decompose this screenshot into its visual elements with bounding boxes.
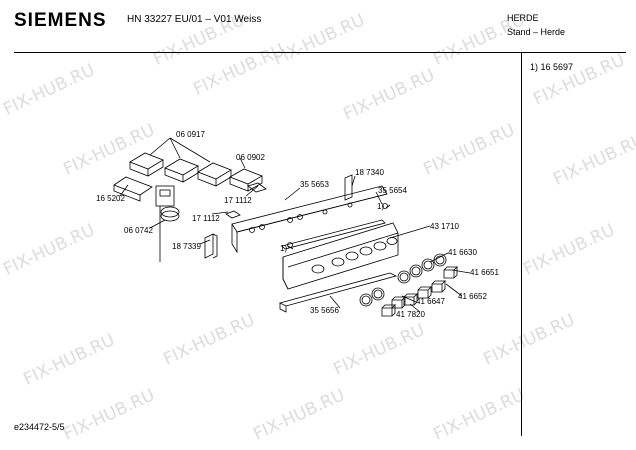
header-divider <box>14 52 626 53</box>
subcategory-label: Stand – Herde <box>507 27 566 37</box>
part-label-355656: 35 5656 <box>310 306 339 315</box>
part-label-416652: 41 6652 <box>458 292 487 301</box>
part-label-187340: 18 7340 <box>355 168 384 177</box>
part-label-355654: 35 5654 <box>378 186 407 195</box>
part-label-060917: 06 0917 <box>176 130 205 139</box>
part-label-417820: 41 7820 <box>396 310 425 319</box>
category-label: HERDE <box>507 13 539 23</box>
footnote-marker: 1) <box>377 202 385 211</box>
part-label-431710: 43 1710 <box>430 222 459 231</box>
part-label-165202: 16 5202 <box>96 194 125 203</box>
footnote-marker: 1) <box>280 244 288 253</box>
part-label-187339: 18 7339 <box>172 242 201 251</box>
footnote: 1) 16 5697 <box>530 62 574 72</box>
model-title: HN 33227 EU/01 – V01 Weiss <box>127 14 262 25</box>
part-label-416630: 41 6630 <box>448 248 477 257</box>
part-label-416651: 41 6651 <box>470 268 499 277</box>
part-label-060742: 06 0742 <box>124 226 153 235</box>
part-label-171112-a: 17 1112 <box>224 196 252 205</box>
part-label-416647: 41 6647 <box>416 297 445 306</box>
part-label-060902: 06 0902 <box>236 153 265 162</box>
brand-logo: SIEMENS <box>14 10 107 31</box>
part-label-171112-b: 17 1112 <box>192 214 220 223</box>
side-divider <box>521 52 522 436</box>
part-label-355653: 35 5653 <box>300 180 329 189</box>
document-id: e234472-5/5 <box>14 422 65 432</box>
